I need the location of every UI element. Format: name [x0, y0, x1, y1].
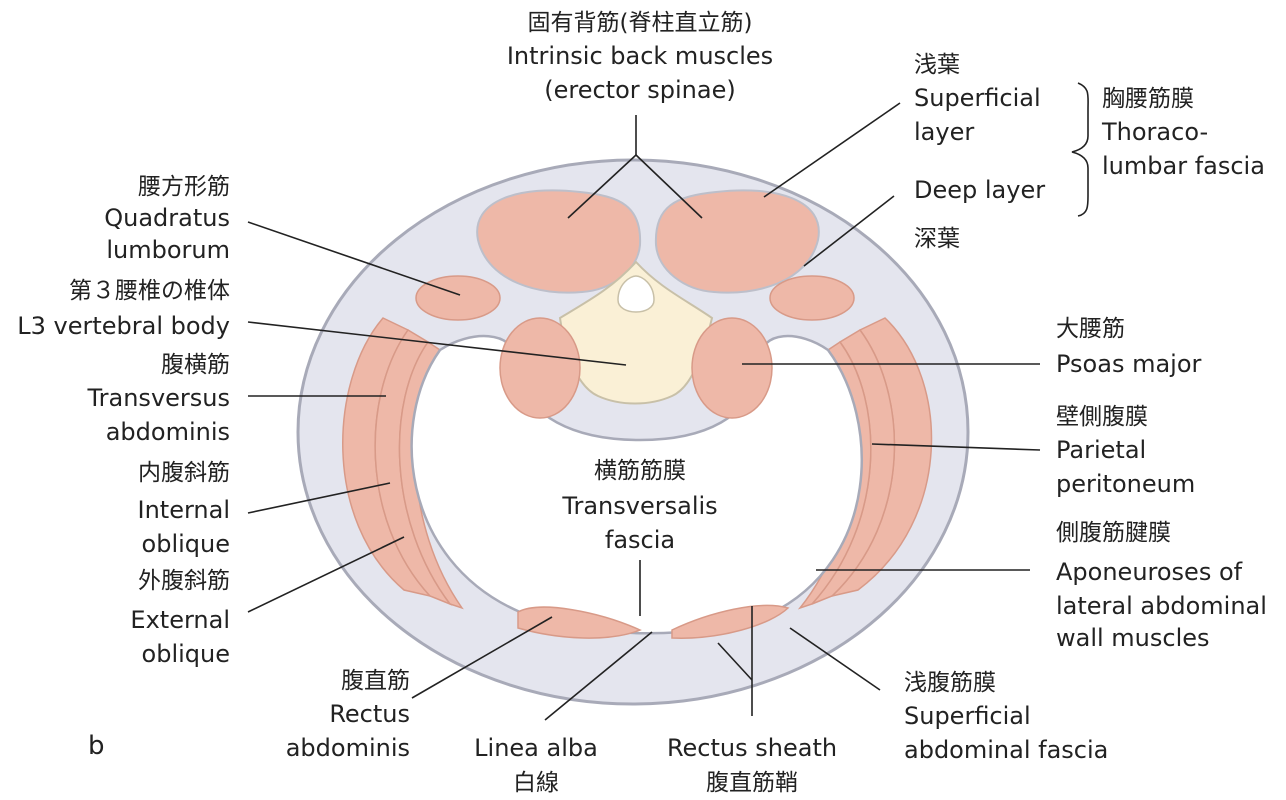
panel-letter: b	[88, 731, 105, 761]
label-external-en1: External	[130, 606, 230, 634]
label-deep-layer: Deep layer 深葉	[914, 176, 1045, 252]
label-thoracolumbar-fascia: 胸腰筋膜 Thoraco- lumbar fascia	[1101, 86, 1265, 180]
label-external-en2: oblique	[142, 640, 230, 668]
label-psoas-major: 大腰筋 Psoas major	[1056, 316, 1202, 378]
label-quadratus-lumborum: 腰方形筋 Quadratus lumborum	[104, 174, 230, 264]
label-transversus-ja: 腹横筋	[161, 352, 230, 378]
label-erector-en2: (erector spinae)	[544, 76, 735, 104]
label-l3-en: L3 vertebral body	[17, 312, 230, 340]
quadratus-lumborum-right	[770, 276, 854, 320]
label-erector-en1: Intrinsic back muscles	[507, 42, 773, 70]
cross-section	[298, 160, 968, 704]
label-superficial-layer-en1: Superficial	[914, 84, 1041, 112]
label-sheath-en: Rectus sheath	[667, 734, 837, 762]
label-transversus-abdominis: 腹横筋 Transversus abdominis	[87, 352, 230, 446]
label-quadratus-en2: lumborum	[106, 236, 230, 264]
label-sheath-ja: 腹直筋鞘	[706, 770, 798, 796]
label-parietal-en1: Parietal	[1056, 436, 1146, 464]
label-parietal-peritoneum: 壁側腹膜 Parietal peritoneum	[1056, 404, 1195, 498]
label-linea-en: Linea alba	[474, 734, 598, 762]
label-internal-en2: oblique	[142, 530, 230, 558]
label-aponeuroses-en3: wall muscles	[1056, 624, 1210, 652]
label-aponeuroses-ja: 側腹筋腱膜	[1056, 520, 1171, 546]
psoas-major-left	[500, 318, 580, 418]
label-l3-vertebral-body: 第３腰椎の椎体 L3 vertebral body	[17, 278, 230, 340]
label-quadratus-ja: 腰方形筋	[138, 174, 230, 200]
label-rectus-sheath: Rectus sheath 腹直筋鞘	[667, 734, 837, 796]
label-rectus-en1: Rectus	[329, 700, 410, 728]
label-deep-layer-en: Deep layer	[914, 176, 1045, 204]
label-transversus-en1: Transversus	[87, 384, 230, 412]
label-rectus-ja: 腹直筋	[341, 668, 410, 694]
label-external-oblique: 外腹斜筋 External oblique	[130, 568, 230, 668]
label-aponeuroses: 側腹筋腱膜 Aponeuroses of lateral abdominal w…	[1056, 520, 1267, 652]
label-aponeuroses-en1: Aponeuroses of	[1056, 558, 1243, 586]
label-psoas-ja: 大腰筋	[1056, 316, 1125, 342]
quadratus-lumborum-left	[416, 276, 500, 320]
label-superficial-fascia-en1: Superficial	[904, 702, 1031, 730]
label-thoracolumbar-ja: 胸腰筋膜	[1102, 86, 1194, 112]
label-transversalis-ja: 横筋筋膜	[594, 458, 686, 484]
label-erector-spinae: 固有背筋(脊柱直立筋) Intrinsic back muscles (erec…	[507, 10, 773, 104]
label-quadratus-en1: Quadratus	[104, 204, 230, 232]
label-thoracolumbar-en2: lumbar fascia	[1102, 152, 1265, 180]
label-deep-layer-ja: 深葉	[914, 226, 960, 252]
label-aponeuroses-en2: lateral abdominal	[1056, 592, 1267, 620]
label-superficial-layer-en2: layer	[914, 118, 974, 146]
label-erector-ja: 固有背筋(脊柱直立筋)	[528, 10, 753, 36]
label-superficial-abdominal-fascia: 浅腹筋膜 Superficial abdominal fascia	[904, 670, 1108, 764]
label-superficial-layer: 浅葉 Superficial layer	[914, 52, 1041, 146]
label-internal-oblique: 内腹斜筋 Internal oblique	[138, 460, 231, 558]
label-rectus-abdominis: 腹直筋 Rectus abdominis	[286, 668, 410, 762]
label-transversus-en2: abdominis	[106, 418, 230, 446]
label-internal-en1: Internal	[138, 496, 231, 524]
psoas-major-right	[692, 318, 772, 418]
label-parietal-en2: peritoneum	[1056, 470, 1195, 498]
label-l3-ja: 第３腰椎の椎体	[69, 278, 230, 304]
label-superficial-fascia-en2: abdominal fascia	[904, 736, 1108, 764]
label-external-ja: 外腹斜筋	[138, 568, 230, 594]
label-parietal-ja: 壁側腹膜	[1056, 404, 1148, 430]
label-superficial-fascia-ja: 浅腹筋膜	[904, 670, 996, 696]
label-transversalis-en2: fascia	[605, 526, 675, 554]
label-transversalis-en1: Transversalis	[561, 492, 717, 520]
label-thoracolumbar-en1: Thoraco-	[1101, 118, 1208, 146]
label-internal-ja: 内腹斜筋	[138, 460, 230, 486]
label-rectus-en2: abdominis	[286, 734, 410, 762]
label-superficial-layer-ja: 浅葉	[914, 52, 960, 78]
label-linea-alba: Linea alba 白線	[474, 734, 598, 796]
label-linea-ja: 白線	[513, 770, 559, 796]
label-psoas-en: Psoas major	[1056, 350, 1202, 378]
